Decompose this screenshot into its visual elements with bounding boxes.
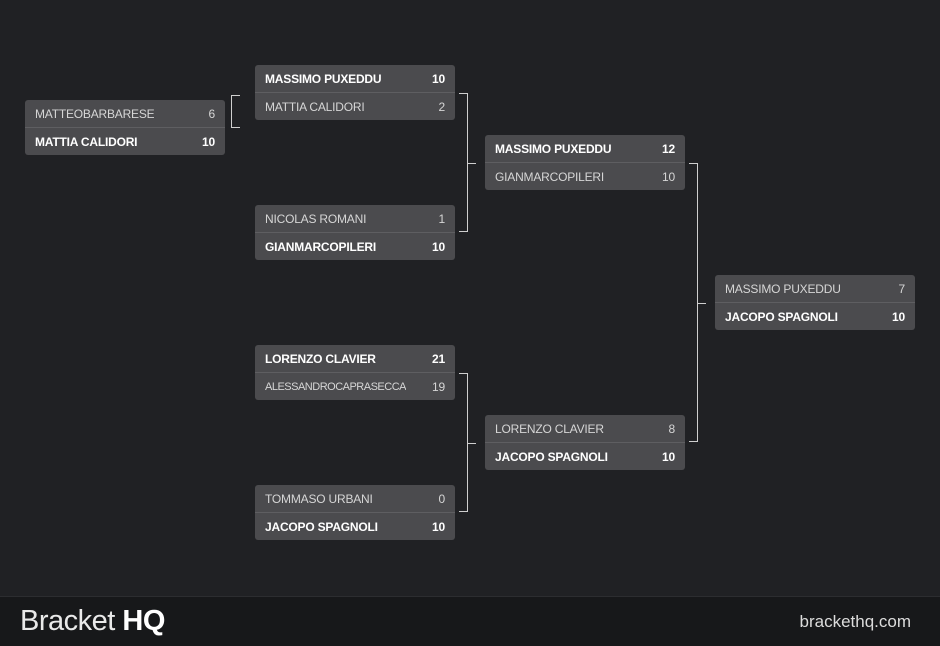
slot-divider <box>255 512 455 513</box>
bracket-connector <box>231 95 240 128</box>
match-card[interactable]: MATTEOBARBARESE 6 MATTIA CALIDORI 10 <box>25 100 225 156</box>
match-card[interactable]: MASSIMO PUXEDDU 7 JACOPO SPAGNOLI 10 <box>715 275 915 331</box>
match-slot-bottom[interactable]: MATTIA CALIDORI 2 <box>255 93 455 120</box>
player-name: ALESSANDROCAPRASECCA <box>265 380 406 393</box>
match-slot-top[interactable]: LORENZO CLAVIER 8 <box>485 415 685 442</box>
player-score: 10 <box>662 169 675 184</box>
match-slot-top[interactable]: MASSIMO PUXEDDU 10 <box>255 65 455 92</box>
player-score: 21 <box>432 351 445 366</box>
player-score: 0 <box>438 491 446 506</box>
match-card[interactable]: TOMMASO URBANI 0 JACOPO SPAGNOLI 10 <box>255 485 455 541</box>
player-score: 1 <box>438 211 446 226</box>
player-name: MASSIMO PUXEDDU <box>725 281 841 296</box>
player-name: MASSIMO PUXEDDU <box>265 71 382 86</box>
slot-divider <box>255 92 455 93</box>
bracket-connector <box>689 163 698 442</box>
footer-bar: Bracket HQ brackethq.com <box>0 596 940 646</box>
player-name: NICOLAS ROMANI <box>265 211 367 226</box>
player-score: 10 <box>432 519 445 534</box>
player-score: 10 <box>432 71 445 86</box>
player-name: JACOPO SPAGNOLI <box>725 309 838 324</box>
slot-divider <box>485 442 685 443</box>
brand-bold-text: HQ <box>122 605 165 637</box>
player-score: 10 <box>892 309 905 324</box>
player-score: 19 <box>432 379 445 394</box>
player-score: 10 <box>432 239 445 254</box>
match-slot-top[interactable]: NICOLAS ROMANI 1 <box>255 205 455 232</box>
brand-logo[interactable]: Bracket HQ <box>20 605 165 638</box>
bracket-connector <box>459 373 468 512</box>
player-name: LORENZO CLAVIER <box>495 421 604 436</box>
match-slot-bottom[interactable]: JACOPO SPAGNOLI 10 <box>715 303 915 330</box>
bracket-connector-tick <box>468 443 476 444</box>
player-name: GIANMARCOPILERI <box>265 239 377 254</box>
slot-divider <box>25 127 225 128</box>
player-score: 12 <box>662 141 675 156</box>
player-name: MASSIMO PUXEDDU <box>495 141 612 156</box>
match-card[interactable]: MASSIMO PUXEDDU 12 GIANMARCOPILERI 10 <box>485 135 685 191</box>
player-name: JACOPO SPAGNOLI <box>495 449 608 464</box>
bracket-connector <box>459 93 468 232</box>
slot-divider <box>255 232 455 233</box>
match-card[interactable]: NICOLAS ROMANI 1 GIANMARCOPILERI 10 <box>255 205 455 261</box>
match-card[interactable]: LORENZO CLAVIER 8 JACOPO SPAGNOLI 10 <box>485 415 685 471</box>
match-slot-bottom[interactable]: GIANMARCOPILERI 10 <box>485 163 685 190</box>
slot-divider <box>485 162 685 163</box>
bracket-area: MATTEOBARBARESE 6 MATTIA CALIDORI 10 MAS… <box>25 65 915 541</box>
player-name: MATTIA CALIDORI <box>265 99 365 114</box>
match-slot-top[interactable]: MASSIMO PUXEDDU 12 <box>485 135 685 162</box>
match-card[interactable]: LORENZO CLAVIER 21 ALESSANDROCAPRASECCA … <box>255 345 455 401</box>
player-score: 6 <box>208 106 216 121</box>
player-name: JACOPO SPAGNOLI <box>265 519 378 534</box>
player-name: GIANMARCOPILERI <box>495 169 605 184</box>
player-name: TOMMASO URBANI <box>265 491 373 506</box>
match-card[interactable]: MASSIMO PUXEDDU 10 MATTIA CALIDORI 2 <box>255 65 455 121</box>
player-name: LORENZO CLAVIER <box>265 351 376 366</box>
match-slot-bottom[interactable]: ALESSANDROCAPRASECCA 19 <box>255 373 455 400</box>
player-score: 8 <box>668 421 676 436</box>
match-slot-bottom[interactable]: GIANMARCOPILERI 10 <box>255 233 455 260</box>
match-slot-bottom[interactable]: JACOPO SPAGNOLI 10 <box>255 513 455 540</box>
match-slot-top[interactable]: LORENZO CLAVIER 21 <box>255 345 455 372</box>
match-slot-top[interactable]: MATTEOBARBARESE 6 <box>25 100 225 127</box>
match-slot-top[interactable]: TOMMASO URBANI 0 <box>255 485 455 512</box>
match-slot-bottom[interactable]: JACOPO SPAGNOLI 10 <box>485 443 685 470</box>
player-name: MATTIA CALIDORI <box>35 134 138 149</box>
player-score: 10 <box>662 449 675 464</box>
match-slot-bottom[interactable]: MATTIA CALIDORI 10 <box>25 128 225 155</box>
slot-divider <box>715 302 915 303</box>
player-score: 7 <box>898 281 906 296</box>
player-score: 2 <box>438 99 446 114</box>
player-name: MATTEOBARBARESE <box>35 106 155 121</box>
player-score: 10 <box>202 134 215 149</box>
bracket-connector-tick <box>698 303 706 304</box>
match-slot-top[interactable]: MASSIMO PUXEDDU 7 <box>715 275 915 302</box>
brand-light-text: Bracket <box>20 605 115 637</box>
site-link[interactable]: brackethq.com <box>799 612 912 631</box>
slot-divider <box>255 372 455 373</box>
bracket-connector-tick <box>468 163 476 164</box>
